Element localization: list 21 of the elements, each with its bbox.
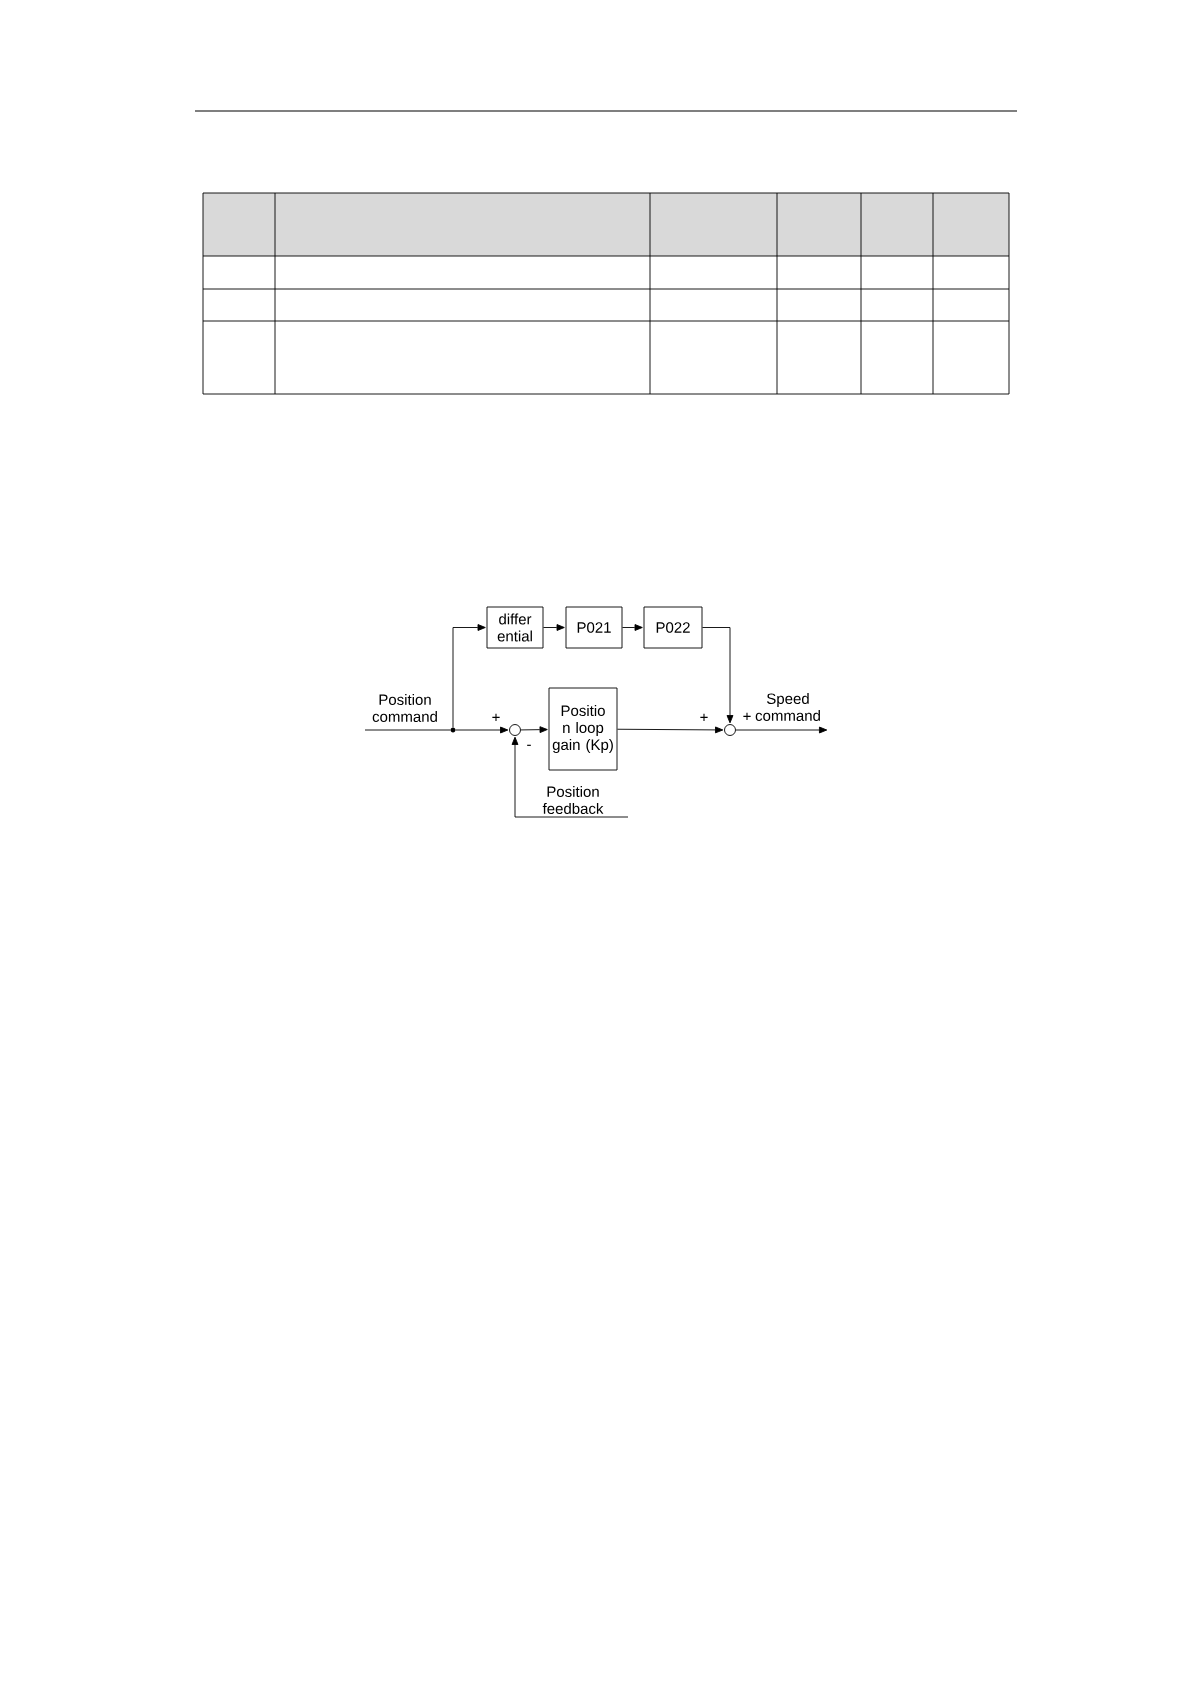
block-box: P022 bbox=[643, 606, 703, 649]
block-box: P021 bbox=[565, 606, 623, 649]
block-box: Positio n loop gain (Kp) bbox=[548, 687, 618, 771]
arrow bbox=[455, 726, 509, 734]
edge-label: Position feedback bbox=[533, 785, 613, 815]
arrow bbox=[511, 736, 629, 818]
arrow bbox=[702, 627, 734, 724]
block-box: differ ential bbox=[486, 606, 544, 649]
sign-label: + bbox=[700, 713, 708, 721]
sign-label: + bbox=[743, 712, 751, 720]
arrow bbox=[520, 726, 548, 734]
summing-junction bbox=[724, 724, 736, 736]
sign-label: - bbox=[527, 744, 531, 746]
summing-junction bbox=[509, 724, 521, 736]
edge-label: Position command bbox=[365, 693, 445, 723]
sign-label: + bbox=[492, 713, 500, 721]
arrow bbox=[617, 726, 724, 734]
arrow bbox=[452, 624, 486, 728]
arrow bbox=[735, 726, 828, 734]
arrow bbox=[622, 624, 643, 631]
arrow bbox=[543, 624, 565, 631]
